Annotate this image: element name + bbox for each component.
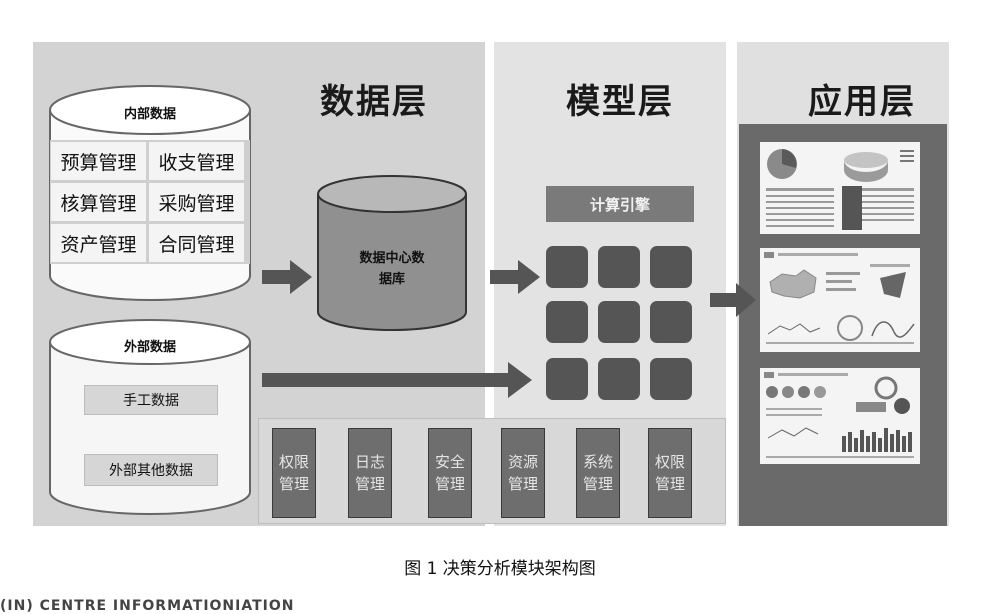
- mgmt-system: 系统管理: [576, 428, 620, 518]
- module-income-expense: 收支管理: [149, 142, 244, 180]
- model-tile: [650, 246, 692, 288]
- computing-engine-box: 计算引擎: [546, 186, 694, 222]
- model-tile: [598, 301, 640, 343]
- internal-data-title: 内部数据: [123, 107, 176, 122]
- model-layer-title: 模型层: [566, 82, 674, 122]
- model-tile: [598, 358, 640, 400]
- model-tile: [650, 358, 692, 400]
- module-assets: 资产管理: [51, 224, 146, 262]
- data-center-db-label-1: 数据中心数: [359, 251, 425, 266]
- arrow-db-to-model: [490, 260, 540, 294]
- mgmt-resource: 资源管理: [501, 428, 545, 518]
- dashboard-thumbnail-3: [760, 368, 920, 464]
- data-center-db-cylinder: [317, 175, 467, 331]
- cut-off-heading: (IN) CENTRE INFORMATIONIATION: [0, 598, 295, 614]
- arrow-external-to-model: [262, 362, 532, 398]
- model-tile: [546, 358, 588, 400]
- mgmt-log: 日志管理: [348, 428, 392, 518]
- module-contracts: 合同管理: [149, 224, 244, 262]
- model-tile: [546, 301, 588, 343]
- module-procurement: 采购管理: [149, 183, 244, 221]
- manual-data-item: 手工数据: [84, 385, 218, 415]
- dashboard-thumbnail-1: [760, 142, 920, 234]
- model-tile: [650, 301, 692, 343]
- data-layer-title: 数据层: [320, 82, 428, 122]
- arrow-internal-to-db: [262, 260, 312, 294]
- figure-caption: 图 1 决策分析模块架构图: [404, 559, 596, 579]
- data-center-db-label-2: 据库: [378, 272, 405, 287]
- model-tile: [546, 246, 588, 288]
- computing-engine-label: 计算引擎: [589, 195, 650, 214]
- app-layer-title: 应用层: [808, 82, 916, 122]
- arrow-model-to-app: [710, 283, 756, 317]
- external-data-title: 外部数据: [123, 340, 176, 355]
- mgmt-permission-2: 权限管理: [648, 428, 692, 518]
- mgmt-security: 安全管理: [428, 428, 472, 518]
- model-tile: [598, 246, 640, 288]
- dashboard-thumbnail-2: [760, 248, 920, 352]
- module-accounting: 核算管理: [51, 183, 146, 221]
- other-external-data-item: 外部其他数据: [84, 454, 218, 486]
- module-budget: 预算管理: [51, 142, 146, 180]
- mgmt-permission-1: 权限管理: [272, 428, 316, 518]
